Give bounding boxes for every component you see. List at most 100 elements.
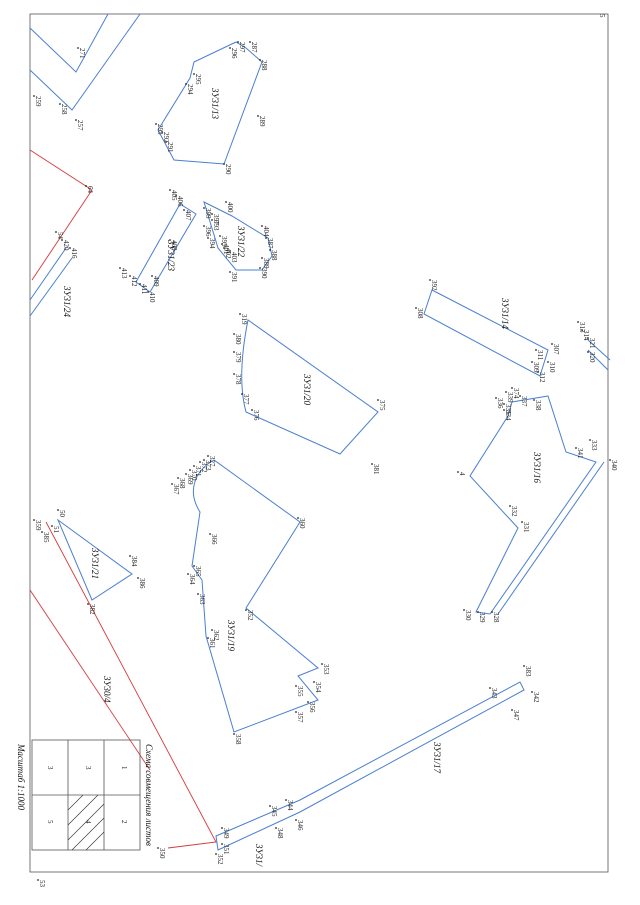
vertex-label: 343	[490, 688, 498, 699]
vertex-point	[221, 827, 223, 829]
vertex-label: 53	[38, 880, 46, 888]
vertex-label: 402	[224, 248, 232, 259]
red-line-diag	[29, 589, 151, 771]
vertex-point	[295, 711, 297, 713]
vertex-point	[503, 409, 505, 411]
vertex-point	[211, 213, 213, 215]
vertex-point	[533, 399, 535, 401]
vertex-label: 408	[170, 240, 178, 251]
vertex-label: 259	[34, 96, 42, 107]
legend-title: Схема совмещения листов	[144, 744, 154, 846]
vertex-label: 334	[504, 410, 512, 421]
vertex-label: 310	[548, 362, 556, 373]
vertex-label: 292	[162, 132, 170, 143]
vertex-label: 380	[234, 334, 242, 345]
plot-zu16-outer	[497, 461, 605, 615]
vertex-label: 416	[70, 248, 78, 259]
vertex-label: 258	[60, 104, 68, 115]
vertex-label: 400	[226, 202, 234, 213]
vertex-label: 307	[552, 344, 560, 355]
plot-zu20-boundary	[241, 319, 379, 455]
vertex-point	[307, 701, 309, 703]
vertex-point	[269, 249, 271, 251]
vertex-label: 394	[208, 238, 216, 249]
vertex-point	[185, 473, 187, 475]
vertex-point	[69, 247, 71, 249]
vertex-point	[535, 349, 537, 351]
vertex-point	[207, 637, 209, 639]
vertex-label: 291	[166, 142, 174, 153]
vertex-point	[85, 185, 87, 187]
vertex-point	[251, 409, 253, 411]
vertex-point	[87, 603, 89, 605]
vertex-point	[523, 665, 525, 667]
vertex-label: 313	[578, 322, 586, 333]
vertex-label: 368	[178, 478, 186, 489]
vertex-point	[589, 439, 591, 441]
vertex-point	[377, 399, 379, 401]
vertex-label: 342	[532, 692, 540, 703]
vertex-point	[37, 879, 39, 881]
vertex-point	[139, 283, 141, 285]
vertex-label: 365	[194, 566, 202, 577]
plot-zu22-boundary	[203, 201, 273, 271]
plot-label-zu17: 3У31/17	[432, 741, 442, 774]
vertex-point	[33, 519, 35, 521]
sheet-layout-legend: 1 2 3 3 4 5 Схема совмещения листов Масш…	[16, 739, 154, 851]
vertex-point	[169, 189, 171, 191]
vertex-label: 4	[458, 472, 466, 476]
vertex-label: 333	[590, 440, 598, 451]
vertex-label: 420	[62, 240, 70, 251]
vertex-point	[415, 307, 417, 309]
vertex-label: 401	[222, 244, 230, 255]
vertex-point	[193, 465, 195, 467]
vertex-label: 353	[322, 664, 330, 675]
vertex-point	[551, 343, 553, 345]
vertex-point	[241, 393, 243, 395]
vertex-point	[129, 275, 131, 277]
vertex-point	[193, 565, 195, 567]
vertex-label: 287	[250, 42, 258, 53]
vertex-point	[259, 267, 261, 269]
vertex-point	[233, 733, 235, 735]
plot-zu23-boundary	[135, 203, 197, 293]
vertex-point	[477, 611, 479, 613]
vertex-point	[175, 195, 177, 197]
vertex-label: 390	[260, 268, 268, 279]
plot-labels: 3У31/13 3У31/22 3У31/23 3У31/24 3У31/14 …	[62, 87, 542, 868]
vertex-label: 371	[194, 466, 202, 477]
vertex-point	[261, 225, 263, 227]
vertex-label: 331	[522, 522, 530, 533]
plot-label-zu23: 3У31/23	[166, 239, 176, 272]
scale-label: Масштаб 1:1000	[16, 743, 26, 811]
vertex-label: 413	[120, 268, 128, 279]
vertex-point	[171, 483, 173, 485]
vertex-point	[203, 225, 205, 227]
vertex-point	[157, 847, 159, 849]
plot-label-zu4: 3У30/4	[102, 675, 112, 703]
vertex-point	[511, 387, 513, 389]
vertex-label: 297	[238, 42, 246, 53]
vertex-point	[61, 239, 63, 241]
legend-cell-2: 2	[120, 820, 128, 824]
vertex-point	[211, 219, 213, 221]
vertex-point	[457, 471, 459, 473]
vertex-label: 54	[56, 232, 64, 240]
vertex-point	[509, 505, 511, 507]
vertex-point	[193, 73, 195, 75]
vertex-label: 404	[262, 226, 270, 237]
legend-cell-4: 4	[84, 820, 92, 824]
vertex-point	[211, 629, 213, 631]
plot-zu19-boundary	[191, 459, 319, 733]
plot-zu13-boundary	[157, 41, 263, 165]
page-number: 5	[598, 14, 606, 18]
vertex-point	[129, 555, 131, 557]
vertex-point	[581, 329, 583, 331]
vertex-label: 406	[176, 196, 184, 207]
plot-label-zu20: 3У31/20	[302, 373, 312, 406]
vertex-point	[147, 291, 149, 293]
legend-cell-1: 1	[120, 766, 128, 770]
vertex-label: 360	[298, 518, 306, 529]
vertex-label: 378	[234, 374, 242, 385]
vertex-label: 355	[296, 686, 304, 697]
